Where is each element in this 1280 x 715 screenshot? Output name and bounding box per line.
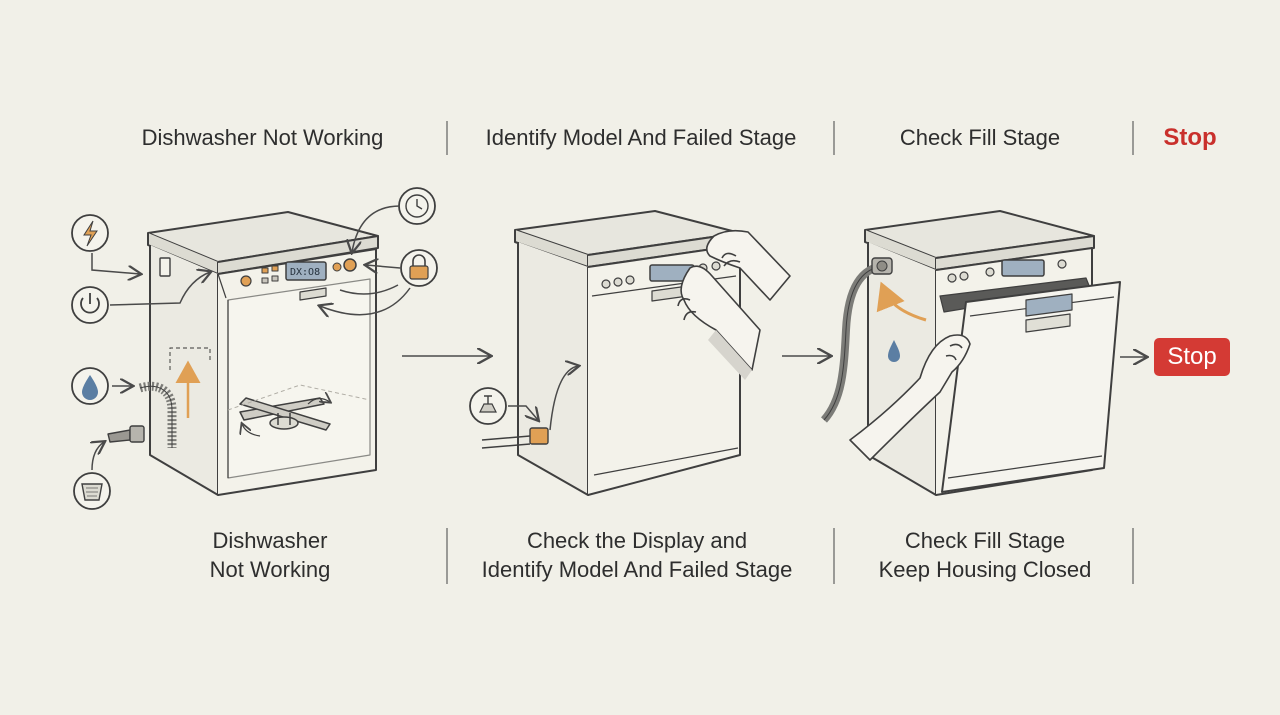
header-divider <box>833 121 835 155</box>
caption-divider <box>1132 528 1134 584</box>
water-drop-icon <box>71 367 109 405</box>
svg-text:DX:O8: DX:O8 <box>290 267 320 278</box>
water-valve-icon <box>469 387 507 425</box>
caption-step-1: Dishwasher Not Working <box>150 526 390 584</box>
header-step-1: Dishwasher Not Working <box>141 125 384 150</box>
header-step-3: Check Fill Stage <box>899 125 1061 150</box>
dishwasher-front <box>481 210 741 496</box>
lock-icon <box>400 249 438 287</box>
caption-step-2-line-2: Identify Model And Failed Stage <box>481 557 793 582</box>
power-icon <box>71 214 109 252</box>
hand-closing-door <box>849 334 971 461</box>
clock-icon <box>398 187 436 225</box>
hands-illustration <box>677 229 791 380</box>
header-step-2: Identify Model And Failed Stage <box>485 125 797 150</box>
caption-step-3: Check Fill Stage Keep Housing Closed <box>850 526 1120 584</box>
caption-divider <box>833 528 835 584</box>
caption-step-2-line-1: Check the Display and <box>526 528 748 553</box>
caption-step-2: Check the Display and Identify Model And… <box>462 526 812 584</box>
caption-step-3-line-2: Keep Housing Closed <box>878 557 1092 582</box>
header-divider <box>1132 121 1134 155</box>
caption-step-1-line-1: Dishwasher <box>212 528 328 553</box>
header-divider <box>446 121 448 155</box>
stop-badge: Stop <box>1154 338 1230 376</box>
caption-step-3-line-1: Check Fill Stage <box>904 528 1066 553</box>
caption-step-1-line-2: Not Working <box>209 557 331 582</box>
caption-divider <box>446 528 448 584</box>
dishwasher-cutaway: DX:O8 <box>107 211 379 496</box>
reset-icon <box>71 286 109 324</box>
filter-icon <box>73 472 111 510</box>
header-step-stop: Stop <box>1163 124 1217 151</box>
